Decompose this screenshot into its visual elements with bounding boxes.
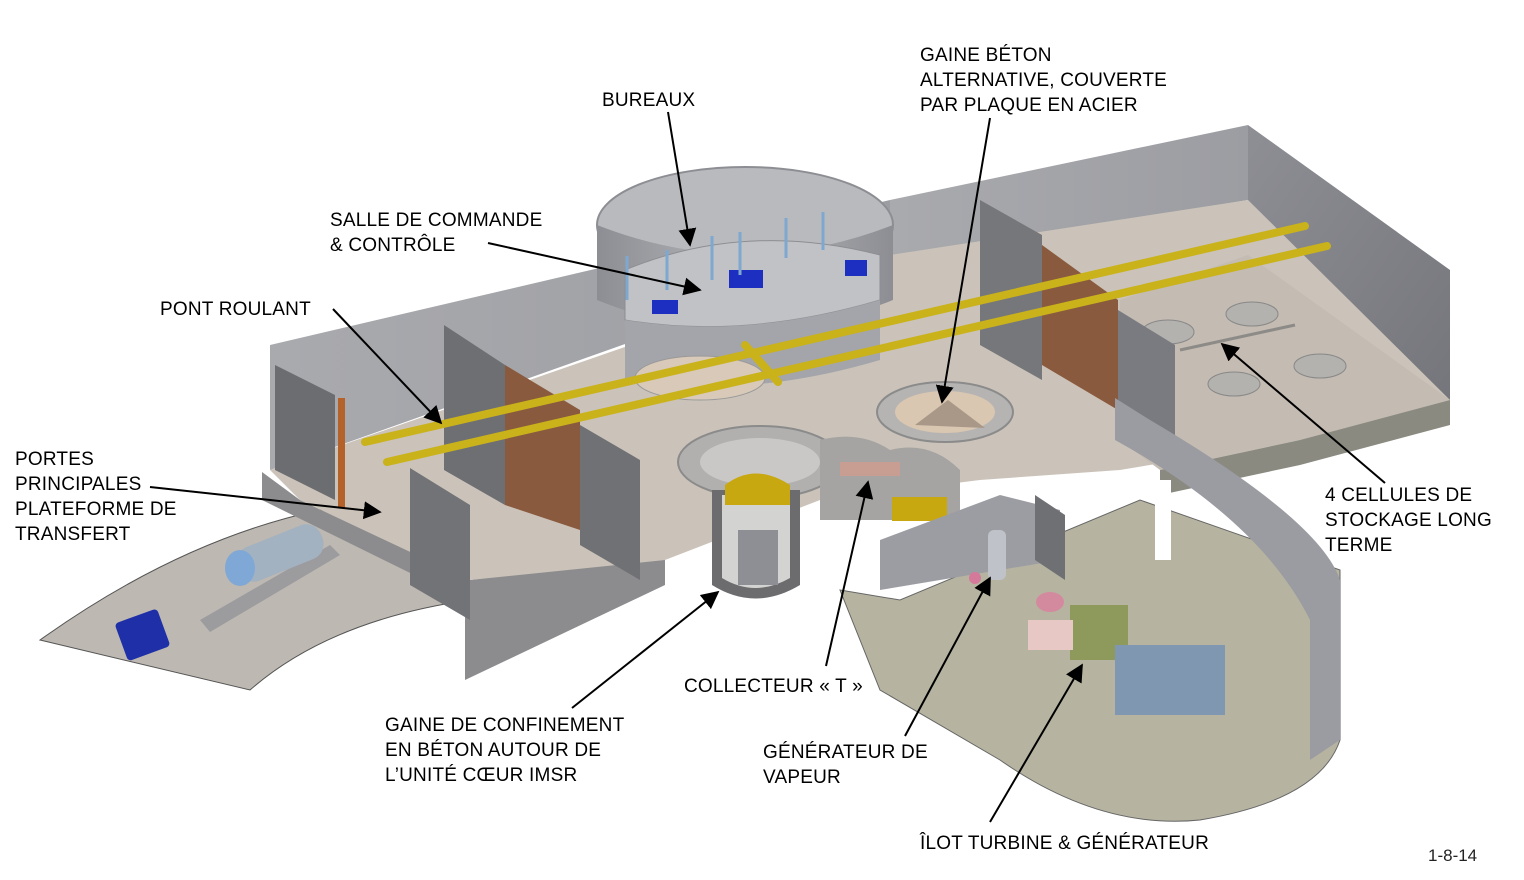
label-pont-roulant: PONT ROULANT: [160, 297, 311, 322]
partition-wall: [410, 468, 470, 620]
console: [845, 260, 867, 276]
label-line: PRINCIPALES: [15, 474, 142, 495]
console: [729, 270, 763, 288]
partition-wall: [275, 365, 335, 500]
label-salle-de-commande: SALLE DE COMMANDE & CONTRÔLE: [330, 208, 542, 258]
storage-floor-edge: [1160, 400, 1450, 495]
label-line: 4 CELLULES DE: [1325, 485, 1473, 506]
label-line: VAPEUR: [763, 767, 841, 788]
console: [652, 300, 678, 314]
page-number: 1-8-14: [1428, 846, 1478, 865]
label-cellules-stockage: 4 CELLULES DE STOCKAGE LONG TERME: [1325, 483, 1492, 558]
turbine-hall-wall: [1115, 398, 1340, 760]
label-bureaux: BUREAUX: [602, 88, 695, 113]
label-line: GÉNÉRATEUR DE: [763, 742, 928, 763]
label-line: TERME: [1325, 535, 1393, 556]
label-line: GAINE DE CONFINEMENT: [385, 715, 625, 736]
partition-wall: [880, 495, 1060, 590]
reactor-core-unit: [738, 530, 778, 585]
label-gaine-beton-alternative: GAINE BÉTON ALTERNATIVE, COUVERTE PAR PLAQ…: [920, 43, 1167, 118]
callout-arrow-generateur-vapeur: [904, 576, 991, 737]
label-line: ALTERNATIVE, COUVERTE: [920, 70, 1168, 91]
storage-cell: [1225, 301, 1279, 327]
callout-arrows: [149, 111, 1386, 823]
label-ilot-turbine: ÎLOT TURBINE & GÉNÉRATEUR: [920, 831, 1209, 856]
turbine-block: [1028, 620, 1073, 650]
steam-generator: [988, 530, 1006, 580]
label-line: SALLE DE COMMANDE: [330, 210, 543, 231]
partition-wall: [580, 425, 640, 580]
building-base-front: [262, 472, 665, 680]
callout-arrow-cellules-stockage: [1220, 342, 1386, 484]
condenser-block: [1115, 645, 1225, 715]
label-line: COLLECTEUR « T »: [684, 676, 863, 697]
callout-arrow-bureaux: [667, 111, 697, 247]
truck-cab: [115, 609, 170, 661]
callout-arrow-salle-de-commande: [487, 242, 702, 296]
label-line: L’UNITÉ CŒUR IMSR: [385, 765, 578, 786]
label-collecteur-t: COLLECTEUR « T »: [684, 674, 863, 699]
label-generateur-vapeur: GÉNÉRATEUR DE VAPEUR: [763, 740, 928, 790]
label-line: & CONTRÔLE: [330, 235, 456, 256]
building-right-wall: [1248, 125, 1450, 400]
building-back-wall-right: [890, 125, 1248, 260]
partition-wall: [1035, 495, 1065, 580]
callout-arrow-collecteur-t: [825, 480, 874, 667]
label-line: BUREAUX: [602, 90, 696, 111]
collector-block: [892, 497, 947, 521]
turbine-housing: [1036, 592, 1064, 612]
turbine-hall-floor: [839, 499, 1341, 822]
callout-arrow-pont-roulant: [332, 308, 443, 425]
storage-floor: [1120, 255, 1450, 470]
collector-pipes: [840, 462, 900, 476]
transfer-cask: [236, 524, 324, 582]
label-portes-principales: PORTES PRINCIPALES PLATEFORME DE TRANSFERT: [15, 447, 177, 547]
label-line: PORTES: [15, 449, 94, 470]
storage-cell: [1207, 371, 1261, 397]
label-line: TRANSFERT: [15, 524, 131, 545]
label-line: STOCKAGE LONG: [1325, 510, 1492, 531]
callout-arrow-gaine-confinement: [571, 590, 720, 709]
door-panel: [1042, 245, 1118, 410]
callout-arrow-ilot-turbine: [989, 663, 1083, 823]
label-line: ÎLOT TURBINE & GÉNÉRATEUR: [920, 833, 1209, 854]
callout-arrow-gaine-beton-alternative: [935, 117, 991, 404]
storage-cell: [1293, 353, 1347, 379]
label-line: PONT ROULANT: [160, 299, 311, 320]
callout-arrow-portes-principales: [149, 486, 382, 520]
reactor-core-top: [725, 473, 790, 505]
transfer-truck: [115, 524, 340, 661]
label-gaine-confinement: GAINE DE CONFINEMENT EN BÉTON AUTOUR DE L’…: [385, 713, 624, 788]
label-line: EN BÉTON AUTOUR DE: [385, 740, 602, 761]
label-line: PAR PLAQUE EN ACIER: [920, 95, 1138, 116]
overhead-crane: [361, 222, 1331, 466]
label-line: GAINE BÉTON: [920, 45, 1052, 66]
label-line: PLATEFORME DE: [15, 499, 177, 520]
